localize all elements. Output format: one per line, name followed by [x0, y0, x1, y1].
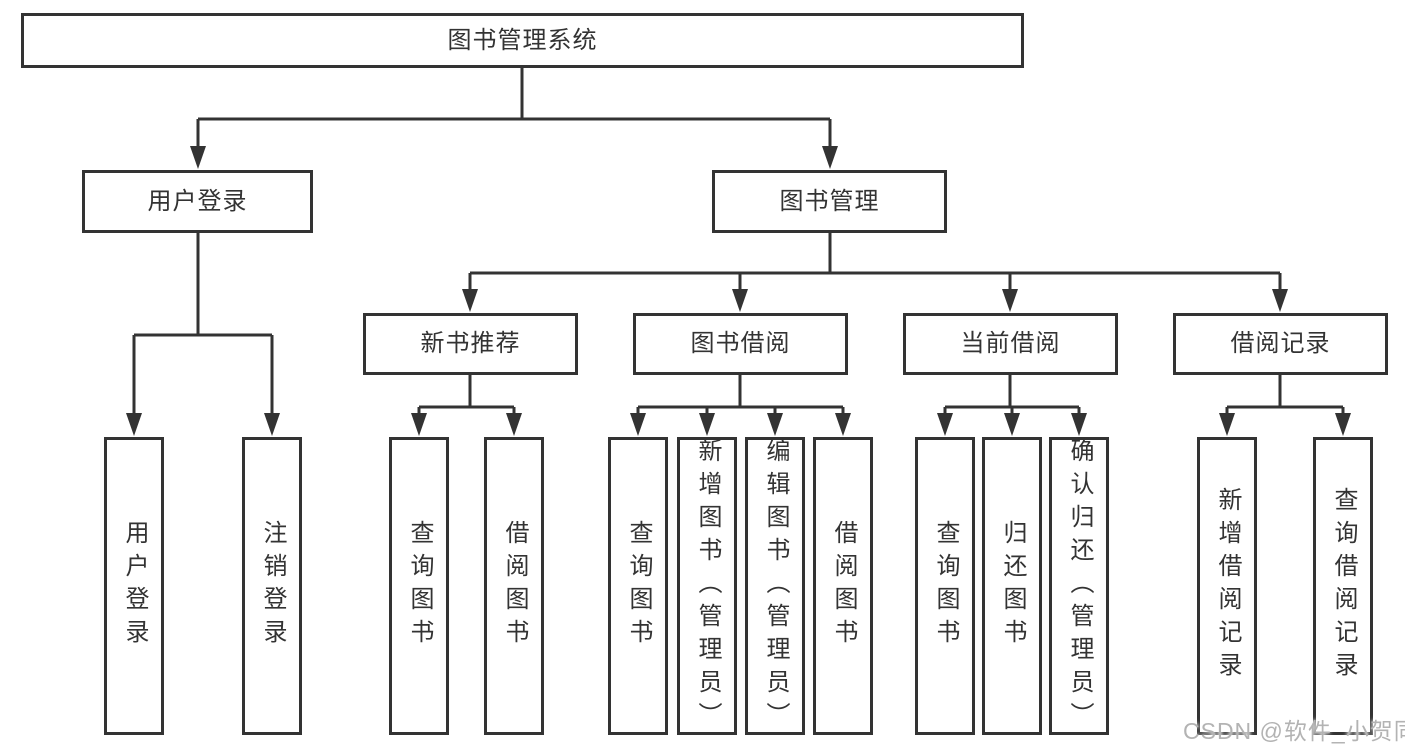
- leaf-borrow-query-books: 查询图书: [608, 437, 668, 735]
- leaf-label: 查询图书: [406, 520, 433, 652]
- leaf-label: 编辑图书（管理员）: [762, 437, 789, 735]
- branch-user-login: 用户登录: [82, 170, 313, 233]
- leaf-borrow-add-books-admin: 新增图书（管理员）: [677, 437, 737, 735]
- leaf-label: 注销登录: [259, 520, 286, 652]
- leaf-label: 用户登录: [121, 520, 148, 652]
- branch-borrowing-records: 借阅记录: [1173, 313, 1388, 375]
- leaf-records-add-borrow-record: 新增借阅记录: [1197, 437, 1257, 735]
- leaf-records-query-borrow-record: 查询借阅记录: [1313, 437, 1373, 735]
- leaf-borrow-edit-books-admin: 编辑图书（管理员）: [745, 437, 805, 735]
- leaf-label: 确认归还（管理员）: [1066, 437, 1093, 735]
- leaf-label: 新增借阅记录: [1214, 487, 1241, 685]
- leaf-label: 新增图书（管理员）: [694, 437, 721, 735]
- branch-current-borrowing: 当前借阅: [903, 313, 1118, 375]
- node-root-library-management-system: 图书管理系统: [21, 13, 1024, 68]
- leaf-label: 查询图书: [625, 520, 652, 652]
- leaf-user-login: 用户登录: [104, 437, 164, 735]
- branch-new-book-recommendation: 新书推荐: [363, 313, 578, 375]
- leaf-recommend-borrow-books: 借阅图书: [484, 437, 544, 735]
- leaf-current-query-books: 查询图书: [915, 437, 975, 735]
- leaf-current-confirm-return-admin: 确认归还（管理员）: [1049, 437, 1109, 735]
- csdn-watermark: CSDN @软件_小贺同学: [1183, 718, 1405, 744]
- arrowheads: [126, 146, 1351, 436]
- leaf-label: 借阅图书: [830, 520, 857, 652]
- leaf-label: 查询图书: [932, 520, 959, 652]
- leaf-logout: 注销登录: [242, 437, 302, 735]
- leaf-recommend-query-books: 查询图书: [389, 437, 449, 735]
- branch-book-borrowing: 图书借阅: [633, 313, 848, 375]
- leaf-label: 查询借阅记录: [1330, 487, 1357, 685]
- leaf-label: 归还图书: [999, 520, 1026, 652]
- leaf-label: 借阅图书: [501, 520, 528, 652]
- branch-book-management: 图书管理: [712, 170, 947, 233]
- leaf-current-return-books: 归还图书: [982, 437, 1042, 735]
- leaf-borrow-borrow-books: 借阅图书: [813, 437, 873, 735]
